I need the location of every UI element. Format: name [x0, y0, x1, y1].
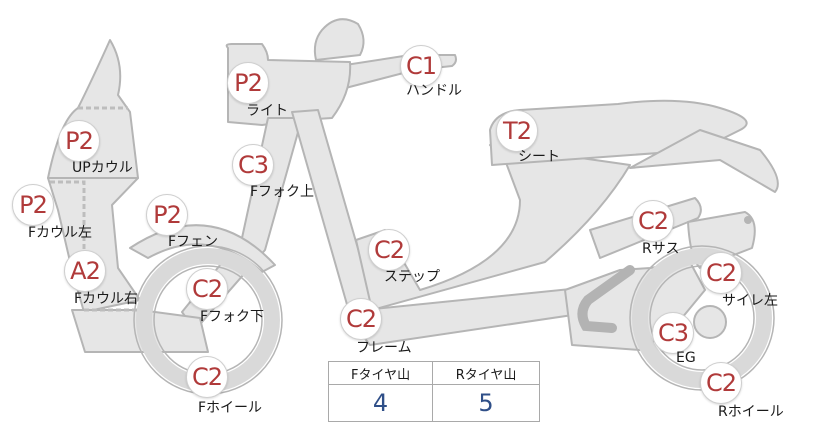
grade-badge-seat: T2	[496, 110, 538, 152]
label-front-fork-lower: Fフォク下	[200, 309, 265, 325]
grade-badge-up-cowl: P2	[58, 120, 100, 162]
rear-tire-header: Rタイヤ山	[432, 361, 540, 385]
grade-badge-front-wheel: C2	[186, 356, 228, 398]
label-up-cowl: UPカウル	[72, 160, 133, 176]
label-step: ステップ	[384, 269, 440, 285]
tail-shape	[629, 129, 779, 193]
label-rear-suspension: Rサス	[642, 241, 680, 257]
label-front-fork-upper: Fフォク上	[250, 184, 315, 200]
grade-badge-step: C2	[368, 229, 410, 271]
engine-hook-shape	[577, 265, 635, 333]
label-front-fender: Fフェン	[168, 234, 219, 250]
frame-downtube-shape	[291, 109, 379, 323]
grade-badge-engine: C3	[652, 312, 694, 354]
grade-badge-muffler-left: C2	[700, 252, 742, 294]
grade-badge-rear-suspension: C2	[632, 200, 674, 242]
front-tire-value: 4	[327, 384, 434, 422]
grade-badge-front-cowl-left: P2	[12, 184, 54, 226]
grade-badge-front-fender: P2	[146, 194, 188, 236]
grade-badge-rear-wheel: C2	[700, 362, 742, 404]
front-tire-header: Fタイヤ山	[327, 361, 434, 385]
label-muffler-left: サイレ左	[722, 293, 778, 309]
grade-badge-front-cowl-right: A2	[64, 250, 106, 292]
label-seat: シート	[518, 149, 560, 165]
grade-badge-frame: C2	[340, 298, 382, 340]
label-handle: ハンドル	[406, 83, 462, 99]
mirror-shape	[313, 18, 365, 61]
label-front-cowl-left: Fカウル左	[28, 225, 93, 241]
label-engine: EG	[676, 350, 696, 366]
label-front-cowl-right: Fカウル右	[74, 291, 139, 307]
label-light: ライト	[246, 103, 288, 119]
grade-badge-front-fork-upper: C3	[232, 144, 274, 186]
grade-badge-light: P2	[227, 62, 269, 104]
grade-badge-front-fork-lower: C2	[186, 268, 228, 310]
rear-tire-value: 5	[432, 384, 540, 422]
label-rear-wheel: Rホイール	[718, 404, 784, 420]
grade-badge-handle: C1	[400, 45, 442, 87]
label-front-wheel: Fホイール	[198, 400, 263, 416]
label-frame: フレーム	[356, 340, 412, 356]
tire-tread-table: Fタイヤ山 Rタイヤ山 4 5	[327, 361, 540, 422]
